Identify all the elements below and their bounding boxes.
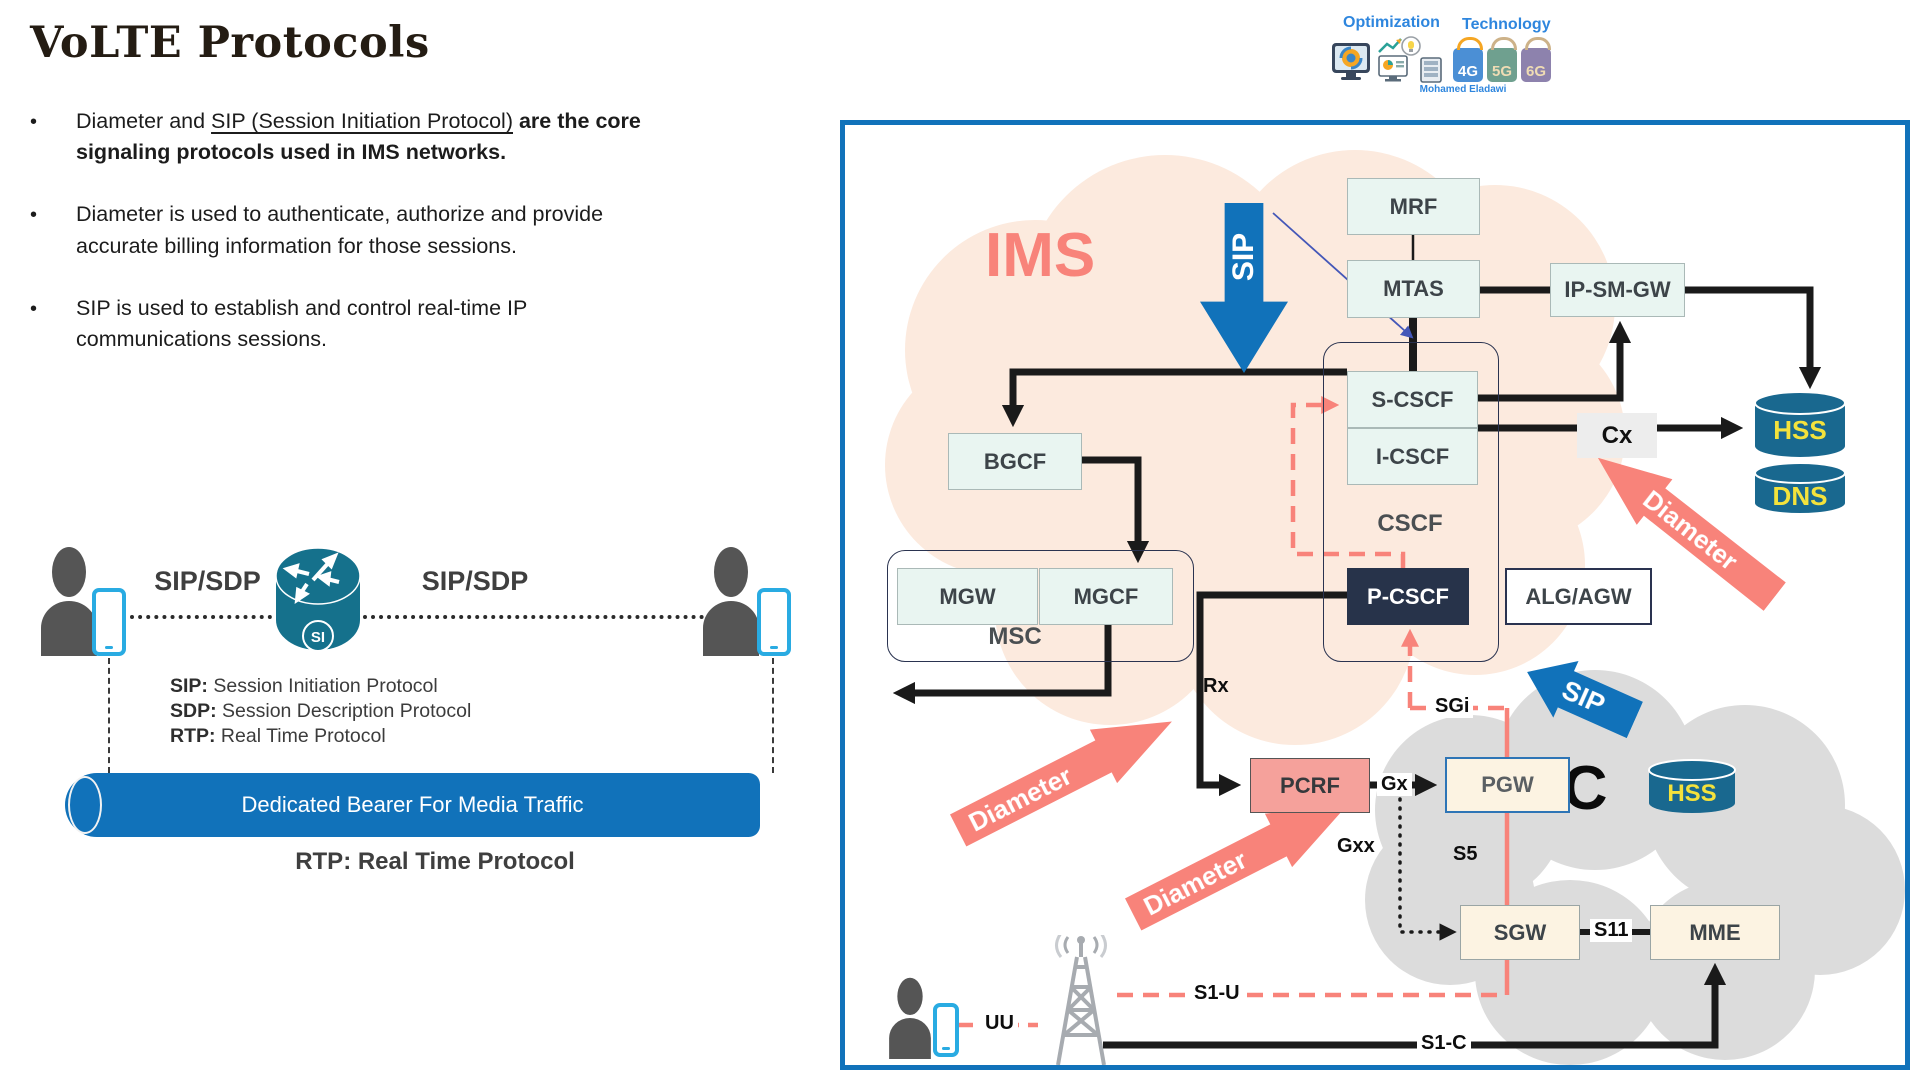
link-bgcf-mgcf xyxy=(1082,456,1150,564)
iface-gxx: Gxx xyxy=(1337,835,1375,857)
node-mtas: MTAS xyxy=(1347,260,1480,318)
dns-database-icon: DNS xyxy=(1750,462,1850,520)
node-pgw: PGW xyxy=(1445,757,1570,813)
bullet3-text: SIP is used to establish and control rea… xyxy=(76,295,527,351)
callee-person-icon xyxy=(700,546,762,661)
def-rtp-term: RTP: xyxy=(170,725,216,747)
subscriber-person-icon xyxy=(887,977,933,1064)
analytics-icons xyxy=(1377,36,1449,84)
hss-label: HSS xyxy=(1773,415,1826,445)
bullet1-bold: are the core signaling protocols used in… xyxy=(76,109,641,165)
badge-6g: 6G xyxy=(1521,37,1551,82)
node-mrf: MRF xyxy=(1347,178,1480,235)
node-mme: MME xyxy=(1650,905,1780,960)
def-sdp-term: SDP: xyxy=(170,700,217,722)
router-si-badge: SI xyxy=(311,629,325,646)
logo-word-optimization: Optimization xyxy=(1343,14,1440,31)
dns-label: DNS xyxy=(1773,481,1828,511)
epc-hss-label: HSS xyxy=(1667,780,1716,807)
bearer-drop-right xyxy=(772,658,774,773)
ims-label: IMS xyxy=(985,221,1096,290)
msc-group-label: MSC xyxy=(988,623,1042,650)
link-pcscf-scscf-dashed xyxy=(1290,396,1406,568)
enodeb-tower-icon xyxy=(1040,932,1122,1065)
msc-group xyxy=(887,550,1194,662)
def-sip-desc: Session Initiation Protocol xyxy=(207,675,438,697)
def-sdp-desc: Session Description Protocol xyxy=(216,700,472,722)
epc-hss-database-icon: HSS xyxy=(1645,759,1740,820)
rtp-caption: RTP: Real Time Protocol xyxy=(295,848,575,875)
brand-logo: Optimization Technology xyxy=(1325,6,1555,101)
cscf-group xyxy=(1323,342,1499,662)
iface-sgi: SGi xyxy=(1431,695,1474,718)
subscriber-phone-icon xyxy=(933,1003,959,1057)
node-mgcf: MGCF xyxy=(1039,568,1173,625)
node-cx: Cx xyxy=(1577,413,1657,458)
node-pcrf: PCRF xyxy=(1250,758,1370,813)
sip-flow-illustration: SIP/SDP SI SIP/SDP SIP xyxy=(0,530,840,960)
node-bgcf: BGCF xyxy=(948,433,1082,490)
def-sip-term: SIP: xyxy=(170,675,208,697)
bullet2-text: Diameter is used to authenticate, author… xyxy=(76,202,604,258)
sip-sdp-label-right: SIP/SDP xyxy=(421,566,529,596)
def-rtp-desc: Real Time Protocol xyxy=(215,725,386,747)
link-s1c-mme xyxy=(1103,962,1727,1049)
node-scscf: S-CSCF xyxy=(1347,371,1478,428)
link-scscf-bgcf xyxy=(1001,368,1347,428)
bullet-item-1: • Diameter and SIP (Session Initiation P… xyxy=(30,109,641,165)
iface-s1u: S1-U xyxy=(1190,982,1244,1005)
sip-dotted-link-right xyxy=(363,615,704,619)
bearer-drop-left xyxy=(108,658,110,773)
link-mgcf-out xyxy=(892,625,1112,705)
caller-phone-icon xyxy=(92,588,126,656)
node-algagw: ALG/AGW xyxy=(1505,568,1652,625)
protocol-definitions: SIP: Session Initiation Protocol SDP: Se… xyxy=(170,674,471,749)
badge-4g: 4G xyxy=(1453,37,1483,82)
iface-s11: S11 xyxy=(1590,919,1633,942)
sip-sdp-label-left: SIP/SDP xyxy=(154,566,261,596)
bullet-list: • Diameter and SIP (Session Initiation P… xyxy=(30,106,680,386)
node-sgw: SGW xyxy=(1460,905,1580,960)
sip-dotted-link-left xyxy=(130,615,272,619)
iface-s5: S5 xyxy=(1453,843,1478,865)
node-icscf: I-CSCF xyxy=(1347,428,1478,485)
logo-credit: Mohamed Eladawi xyxy=(1419,84,1507,95)
bullet-item-2: • Diameter is used to authenticate, auth… xyxy=(30,199,680,261)
logo-word-technology: Technology xyxy=(1462,16,1551,33)
caller-person-icon xyxy=(38,546,100,661)
bullet1-pre: Diameter and xyxy=(76,109,212,133)
hss-database-icon: HSS xyxy=(1750,391,1850,464)
sip-router-icon: SI xyxy=(273,544,363,661)
node-mgw: MGW xyxy=(897,568,1038,625)
cscf-group-label: CSCF xyxy=(1377,510,1443,537)
link-ipsmgw-hss xyxy=(1685,286,1822,390)
callee-phone-icon xyxy=(757,588,791,656)
link-gxx-sgw xyxy=(1398,788,1457,941)
optimization-monitor-icon xyxy=(1331,42,1371,80)
bearer-label: Dedicated Bearer For Media Traffic xyxy=(241,792,584,817)
page-title: VoLTE Protocols xyxy=(30,18,430,68)
node-ipsmgw: IP-SM-GW xyxy=(1550,263,1685,317)
iface-rx: Rx xyxy=(1203,675,1229,697)
iface-uu: UU xyxy=(981,1012,1018,1035)
dedicated-bearer-pipe: Dedicated Bearer For Media Traffic xyxy=(65,773,760,837)
volte-network-diagram: IMS EPC xyxy=(840,120,1910,1070)
node-pcscf: P-CSCF xyxy=(1347,568,1469,625)
iface-gx: Gx xyxy=(1377,773,1412,796)
bullet-item-3: • SIP is used to establish and control r… xyxy=(30,293,680,355)
link-scscf-ipsmgw xyxy=(1478,320,1632,402)
badge-5g: 5G xyxy=(1487,37,1517,82)
iface-s1c: S1-C xyxy=(1417,1032,1471,1055)
bullet1-underlined: SIP (Session Initiation Protocol) xyxy=(211,109,513,133)
link-pcscf-rx-pcrf xyxy=(1196,591,1347,797)
